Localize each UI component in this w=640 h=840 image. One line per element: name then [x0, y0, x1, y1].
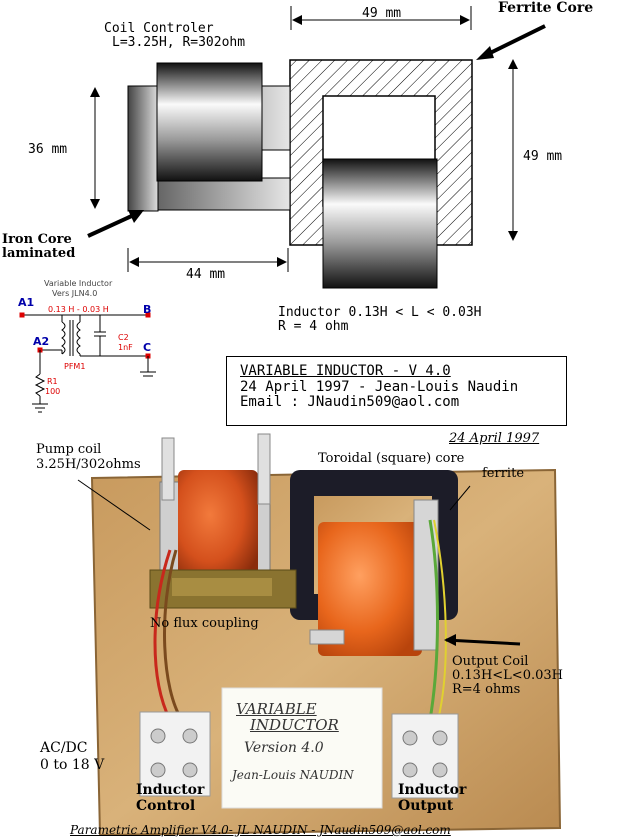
- output-coil-range: 0.13H<L<0.03H: [452, 668, 563, 683]
- photo-date: 24 April 1997: [449, 431, 540, 446]
- email: Email : JNaudin509@aol.com: [240, 394, 460, 410]
- res-value: 100: [45, 387, 61, 396]
- toroidal-label: Toroidal (square) core: [318, 451, 465, 466]
- date-author: 24 April 1997 - Jean-Louis Naudin: [240, 379, 519, 395]
- dimension-lines: [90, 6, 518, 272]
- core-drawing: [19, 6, 546, 413]
- coil-controller-cylinder: [156, 62, 263, 182]
- dim-left-height: 36 mm: [28, 142, 68, 157]
- coil-controller-title: Coil Controler: [104, 21, 214, 36]
- output-coil-resistance: R=4 ohms: [452, 682, 521, 697]
- schematic: [19, 312, 156, 413]
- schematic-title: Variable Inductor: [44, 279, 113, 288]
- inductor-control-label: Inductor: [136, 782, 205, 798]
- card-line2: INDUCTOR: [250, 716, 339, 734]
- title: VARIABLE INDUCTOR - V 4.0: [240, 363, 451, 379]
- dim-right-height: 49 mm: [523, 149, 563, 164]
- laminated-label: laminated: [2, 246, 76, 261]
- schematic-version: Vers JLN4.0: [52, 289, 98, 298]
- node-c: C: [143, 341, 152, 354]
- iron-core-arrow: [87, 210, 144, 238]
- device-photo: [77, 433, 562, 837]
- inductor-output-label-2: Output: [398, 798, 454, 814]
- dim-top-width: 49 mm: [362, 6, 402, 21]
- acdc-label: AC/DC: [40, 740, 88, 756]
- no-flux-label: No flux coupling: [150, 616, 259, 631]
- iron-core-label: Iron Core: [2, 232, 72, 247]
- inductor-resistance: R = 4 ohm: [278, 319, 349, 334]
- inductor-control-label-2: Control: [136, 798, 196, 814]
- cap-name: C2: [118, 333, 129, 342]
- ferrite-core-arrow: [476, 24, 546, 60]
- footer-credit: Parametric Amplifier V4.0- JL NAUDIN - J…: [70, 823, 451, 837]
- ferrite-label: ferrite: [482, 466, 525, 481]
- acdc-range: 0 to 18 V: [40, 757, 105, 773]
- ferrite-core-label: Ferrite Core: [498, 0, 594, 16]
- output-coil-label: Output Coil: [452, 654, 529, 669]
- inductor-name: PFM1: [64, 362, 86, 371]
- pump-coil-label: Pump coil: [36, 442, 102, 457]
- card-line1: VARIABLE: [236, 700, 317, 718]
- inductor-cylinder: [322, 158, 438, 289]
- coil-controller-params: L=3.25H, R=302ohm: [112, 35, 246, 50]
- res-name: R1: [47, 377, 58, 386]
- schematic-range: 0.13 H - 0.03 H: [48, 305, 109, 314]
- title-box: VARIABLE INDUCTOR - V 4.0 24 April 1997 …: [226, 356, 567, 426]
- node-b: B: [143, 303, 152, 316]
- node-a1: A1: [18, 296, 35, 309]
- inductor-label: Inductor 0.13H < L < 0.03H: [278, 305, 482, 320]
- card-line4: Jean-Louis NAUDIN: [232, 768, 354, 782]
- pump-coil-params: 3.25H/302ohms: [36, 457, 141, 472]
- card-line3: Version 4.0: [244, 740, 324, 756]
- node-a2: A2: [33, 335, 50, 348]
- dim-bottom-width: 44 mm: [186, 267, 226, 282]
- inductor-output-label: Inductor: [398, 782, 467, 798]
- cap-value: 1nF: [118, 343, 133, 352]
